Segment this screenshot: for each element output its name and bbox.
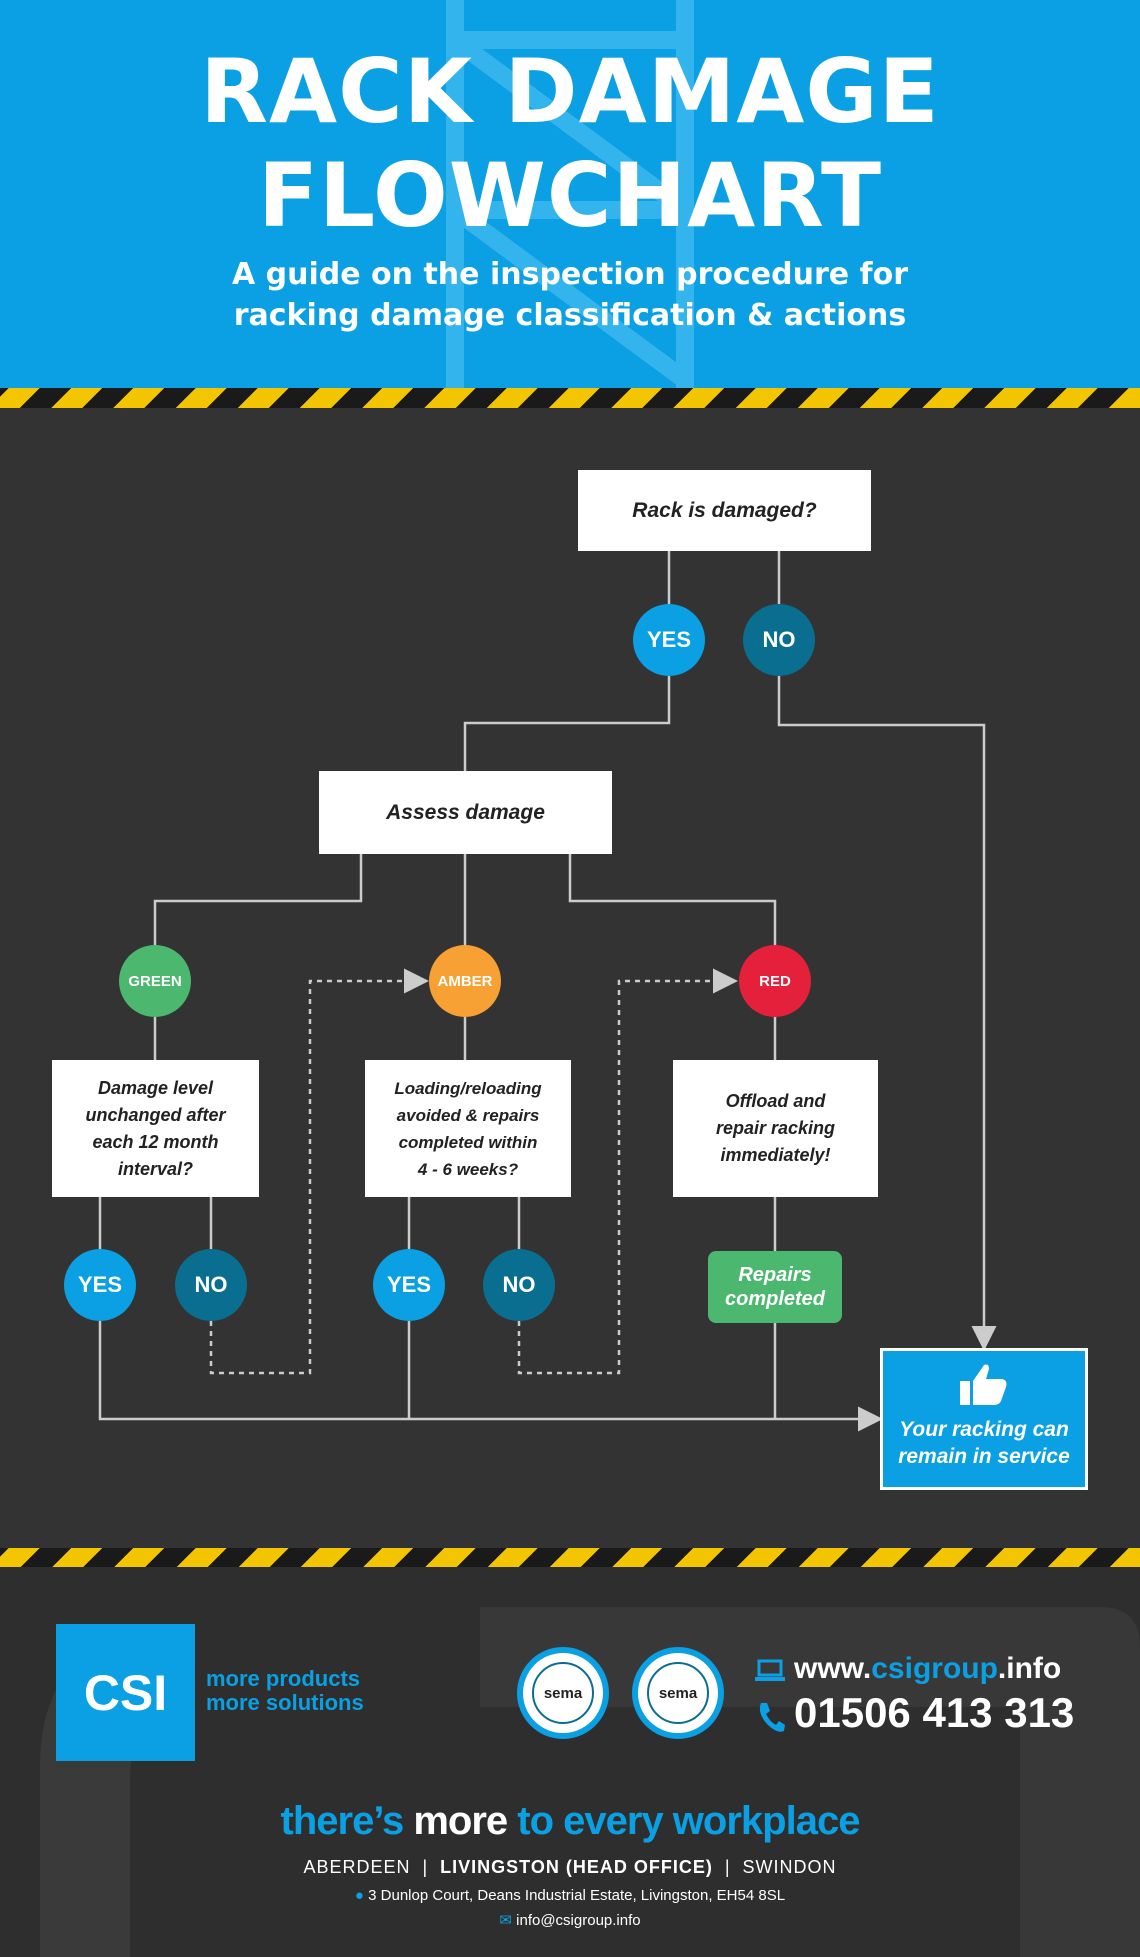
start-question-box: Rack is damaged? [578,470,871,551]
hazard-stripe-top [0,388,1140,408]
repairs-line: completed [724,1288,826,1310]
email-text: info@csigroup.info [516,1912,641,1929]
flowchart-area: Rack is damaged? YES NO Assess damage GR… [0,408,1140,1548]
sema-inspector-badge: sema [632,1647,724,1739]
red-label: RED [759,972,791,990]
green-question-box: Damage level unchanged after each 12 mon… [52,1060,259,1197]
yes-label: YES [77,1272,123,1297]
web-suffix: .info [997,1652,1062,1685]
sema-distributor-badge: sema [517,1647,609,1739]
green-no-circle: NO [175,1249,247,1321]
address-line: ● 3 Dunlop Court, Deans Industrial Estat… [0,1887,1140,1904]
address-text: 3 Dunlop Court, Deans Industrial Estate,… [368,1887,786,1904]
red-action-line: Offload and [725,1091,826,1111]
amber-question-line: avoided & repairs [396,1105,540,1125]
web-prefix: www. [794,1652,872,1685]
flow-connectors [98,551,997,1432]
no-label: NO [502,1272,536,1297]
web-domain: csigroup [871,1652,998,1685]
amber-question-line: completed within [398,1132,538,1152]
amber-question-line: 4 - 6 weeks? [417,1159,519,1179]
page-title-line-2: FLOWCHART [257,144,883,247]
sema-distributor-text: sema [532,1662,594,1724]
service-line: remain in service [898,1445,1070,1468]
start-no-circle: NO [743,604,815,676]
start-question-text: Rack is damaged? [632,498,817,522]
envelope-icon: ✉ [499,1912,512,1929]
no-label: NO [194,1272,228,1297]
phone-number[interactable]: 01506 413 313 [794,1689,1075,1736]
connector-assess-green [153,854,363,945]
subtitle-line-2: racking damage classification & actions [233,298,907,333]
amber-question-line: Loading/reloading [394,1078,542,1098]
slogan-part: there’s [280,1799,414,1843]
start-yes-circle: YES [633,604,705,676]
repairs-line: Repairs [738,1264,812,1286]
remain-in-service-box: Your racking can remain in service [880,1348,1088,1490]
csi-logo: CSI [56,1624,195,1761]
subtitle-line-1: A guide on the inspection procedure for [232,257,908,292]
laptop-icon [755,1659,785,1681]
phone-icon [759,1703,785,1732]
website-link[interactable]: www.csigroup.info [794,1652,1061,1686]
sema-inspector-text: sema [647,1662,709,1724]
green-question-line: unchanged after [85,1104,226,1125]
slogan-emphasis: more [413,1799,508,1843]
green-circle: GREEN [119,945,191,1017]
office-locations: ABERDEEN | LIVINGSTON (HEAD OFFICE) | SW… [303,1857,837,1877]
office-livingston: LIVINGSTON (HEAD OFFICE) [440,1857,713,1877]
no-label: NO [762,627,796,652]
tagline-line-2: more solutions [206,1690,364,1715]
red-circle: RED [739,945,811,1017]
connector-amber-no-red [517,968,738,1375]
red-action-line: immediately! [720,1145,831,1165]
page-title-line-1: RACK DAMAGE [200,40,940,143]
location-pin-icon: ● [354,1887,364,1904]
tagline-line-1: more products [206,1666,361,1691]
slogan-part: to every workplace [507,1799,860,1843]
thumbs-up-icon [960,1364,1007,1405]
footer: CSI more products more solutions sema se… [0,1567,1140,1957]
service-line: Your racking can [899,1418,1069,1441]
email-line[interactable]: ✉ info@csigroup.info [0,1911,1140,1929]
rack-ghost-graphic [446,0,694,388]
yes-label: YES [386,1272,432,1297]
red-action-line: repair racking [715,1118,836,1138]
office-swindon: SWINDON [742,1857,837,1877]
amber-yes-circle: YES [373,1249,445,1321]
slogan: there’s more to every workplace [0,1799,1140,1844]
header-banner: RACK DAMAGE FLOWCHART A guide on the ins… [0,0,1140,388]
amber-label: AMBER [437,972,493,990]
green-label: GREEN [128,972,182,990]
red-action-box: Offload and repair racking immediately! [673,1060,878,1197]
yes-label: YES [646,627,692,652]
connector-no-service [777,676,997,1351]
connector-yes-assess [463,676,671,771]
green-question-line: Damage level [97,1077,214,1098]
amber-question-box: Loading/reloading avoided & repairs comp… [365,1060,571,1197]
green-question-line: each 12 month [92,1131,219,1152]
connector-yes-service [98,1321,883,1432]
office-aberdeen: ABERDEEN [303,1857,411,1877]
connector-assess-red [568,854,777,945]
connector-green-no-amber [209,968,429,1375]
amber-circle: AMBER [429,945,501,1017]
repairs-completed-box: Repairs completed [708,1251,842,1323]
amber-no-circle: NO [483,1249,555,1321]
green-question-line: interval? [117,1158,194,1179]
green-yes-circle: YES [64,1249,136,1321]
assess-damage-box: Assess damage [319,771,612,854]
assess-damage-text: Assess damage [386,800,545,824]
hazard-stripe-bottom [0,1548,1140,1568]
